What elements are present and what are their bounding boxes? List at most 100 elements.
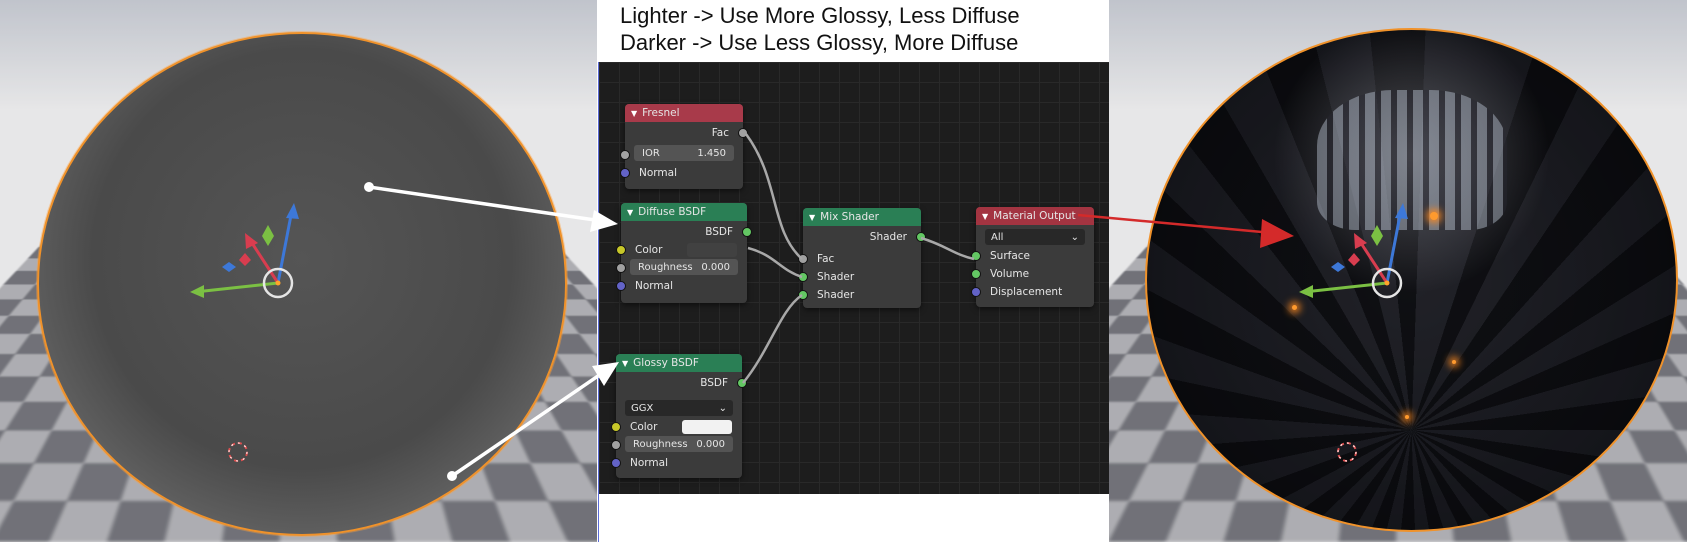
- diffuse-bsdf-output-label: BSDF: [705, 226, 733, 238]
- fresnel-node[interactable]: ▼ Fresnel Fac IOR 1.450 Normal: [620, 104, 748, 189]
- gizmo-y-arrowhead: [245, 233, 258, 249]
- collapse-triangle-icon[interactable]: ▼: [627, 207, 634, 217]
- reflection-light: [1452, 360, 1456, 364]
- 3d-cursor-inner: [1337, 442, 1357, 462]
- glossy-sphere[interactable]: [1145, 28, 1678, 532]
- gizmo-plane-handle: [239, 253, 251, 266]
- diffuse-color-swatch[interactable]: [687, 243, 737, 257]
- diffuse-color-socket[interactable]: [616, 245, 626, 255]
- output-displacement-socket[interactable]: [971, 287, 981, 297]
- fresnel-ior-input-socket[interactable]: [620, 150, 630, 160]
- gizmo-ring: [262, 267, 294, 299]
- glossy-bsdf-output-socket[interactable]: [737, 378, 747, 388]
- glossy-node-title: Glossy BSDF: [633, 357, 699, 369]
- output-node-title: Material Output: [993, 210, 1076, 222]
- object-origin: [1384, 280, 1390, 286]
- fresnel-fac-output-label: Fac: [711, 127, 729, 139]
- ior-value: 1.450: [697, 147, 726, 159]
- mix-node-title: Mix Shader: [820, 211, 879, 223]
- gizmo-plane-handle: [1348, 253, 1360, 266]
- output-displacement-label: Displacement: [990, 286, 1063, 298]
- glossy-distribution-dropdown[interactable]: GGX ⌄: [625, 400, 733, 416]
- glossy-color-socket[interactable]: [611, 422, 621, 432]
- chevron-down-icon: ⌄: [718, 402, 727, 414]
- diffuse-color-label: Color: [635, 244, 663, 256]
- collapse-triangle-icon[interactable]: ▼: [809, 212, 816, 222]
- mix-fac-socket[interactable]: [798, 254, 808, 264]
- output-volume-socket[interactable]: [971, 269, 981, 279]
- distribution-value: GGX: [631, 402, 654, 414]
- fresnel-ior-field[interactable]: IOR 1.450: [634, 145, 734, 161]
- collapse-triangle-icon[interactable]: ▼: [622, 358, 629, 368]
- output-volume-label: Volume: [990, 268, 1030, 280]
- transform-gizmo[interactable]: [0, 0, 597, 542]
- mix-shader-output-socket[interactable]: [916, 232, 926, 242]
- gizmo-y-arrowhead: [1354, 233, 1367, 249]
- output-target-value: All: [991, 231, 1004, 243]
- fresnel-node-title: Fresnel: [642, 107, 680, 119]
- output-node-header[interactable]: ▼ Material Output: [976, 207, 1094, 225]
- diffuse-node-title: Diffuse BSDF: [638, 206, 707, 218]
- annotation-caption: Lighter -> Use More Glossy, Less Diffuse…: [598, 0, 1108, 62]
- output-surface-label: Surface: [990, 250, 1031, 262]
- reflection-light: [1292, 305, 1297, 310]
- caption-darker: Darker -> Use Less Glossy, More Diffuse: [620, 30, 1019, 55]
- glossy-color-label: Color: [630, 421, 658, 433]
- diffuse-bsdf-node[interactable]: ▼ Diffuse BSDF BSDF Color Roughness 0.00…: [616, 203, 752, 303]
- roughness-value: 0.000: [696, 438, 725, 450]
- glossy-bsdf-output-label: BSDF: [700, 377, 728, 389]
- gizmo-z-axis: [276, 209, 294, 284]
- fresnel-normal-socket[interactable]: [620, 168, 630, 178]
- output-surface-socket[interactable]: [971, 251, 981, 261]
- diffuse-roughness-field[interactable]: Roughness 0.000: [630, 259, 738, 275]
- roughness-label: Roughness: [638, 261, 693, 273]
- diffuse-roughness-socket[interactable]: [616, 263, 626, 273]
- roughness-value: 0.000: [701, 261, 730, 273]
- output-target-dropdown[interactable]: All ⌄: [985, 229, 1085, 245]
- glossy-normal-socket[interactable]: [611, 458, 621, 468]
- gizmo-x-arrowhead: [1299, 285, 1313, 298]
- mix-node-header[interactable]: ▼ Mix Shader: [803, 208, 921, 226]
- collapse-triangle-icon[interactable]: ▼: [631, 108, 638, 118]
- gizmo-z-axis: [1385, 209, 1403, 284]
- glossy-color-swatch[interactable]: [682, 420, 732, 434]
- diffuse-bsdf-output-socket[interactable]: [742, 227, 752, 237]
- right-viewport[interactable]: [1109, 0, 1687, 542]
- diffuse-node-header[interactable]: ▼ Diffuse BSDF: [621, 203, 747, 221]
- blank-area: [598, 494, 1109, 542]
- fresnel-node-header[interactable]: ▼ Fresnel: [625, 104, 743, 122]
- fresnel-fac-output-socket[interactable]: [738, 128, 748, 138]
- fresnel-normal-label: Normal: [639, 167, 677, 179]
- gizmo-z-arrowhead: [1395, 203, 1408, 219]
- glossy-roughness-field[interactable]: Roughness 0.000: [625, 436, 733, 452]
- caption-lighter: Lighter -> Use More Glossy, Less Diffuse: [620, 3, 1020, 28]
- mix-fac-label: Fac: [817, 253, 835, 265]
- gizmo-plane-handle: [262, 225, 274, 246]
- gizmo-x-arrowhead: [190, 285, 204, 298]
- reflection-window: [1317, 90, 1507, 230]
- chevron-down-icon: ⌄: [1070, 231, 1079, 243]
- node-editor[interactable]: ▼ Fresnel Fac IOR 1.450 Normal ▼ Diffuse…: [598, 62, 1109, 494]
- mix-shader2-socket[interactable]: [798, 290, 808, 300]
- diffuse-normal-socket[interactable]: [616, 281, 626, 291]
- object-origin: [275, 280, 281, 286]
- material-output-node[interactable]: ▼ Material Output All ⌄ Surface Volume D…: [971, 207, 1094, 307]
- glossy-node-header[interactable]: ▼ Glossy BSDF: [616, 354, 742, 372]
- left-viewport[interactable]: [0, 0, 597, 542]
- gizmo-plane-handle: [1331, 262, 1345, 272]
- roughness-label: Roughness: [633, 438, 688, 450]
- mix-shader-node[interactable]: ▼ Mix Shader Shader Fac Shader Shader: [798, 208, 926, 308]
- gizmo-y-axis: [1357, 239, 1389, 284]
- glossy-bsdf-node[interactable]: ▼ Glossy BSDF BSDF GGX ⌄ Color Roughness…: [611, 354, 747, 478]
- gizmo-plane-handle: [222, 262, 236, 272]
- ior-label: IOR: [642, 147, 660, 159]
- transform-gizmo[interactable]: [1109, 0, 1687, 542]
- gizmo-y-axis: [248, 239, 280, 284]
- glossy-roughness-socket[interactable]: [611, 440, 621, 450]
- reflection-light: [1405, 415, 1409, 419]
- gizmo-ring: [1371, 267, 1403, 299]
- mix-shader-output-label: Shader: [869, 231, 907, 243]
- glossy-normal-label: Normal: [630, 457, 668, 469]
- collapse-triangle-icon[interactable]: ▼: [982, 211, 989, 221]
- mix-shader1-socket[interactable]: [798, 272, 808, 282]
